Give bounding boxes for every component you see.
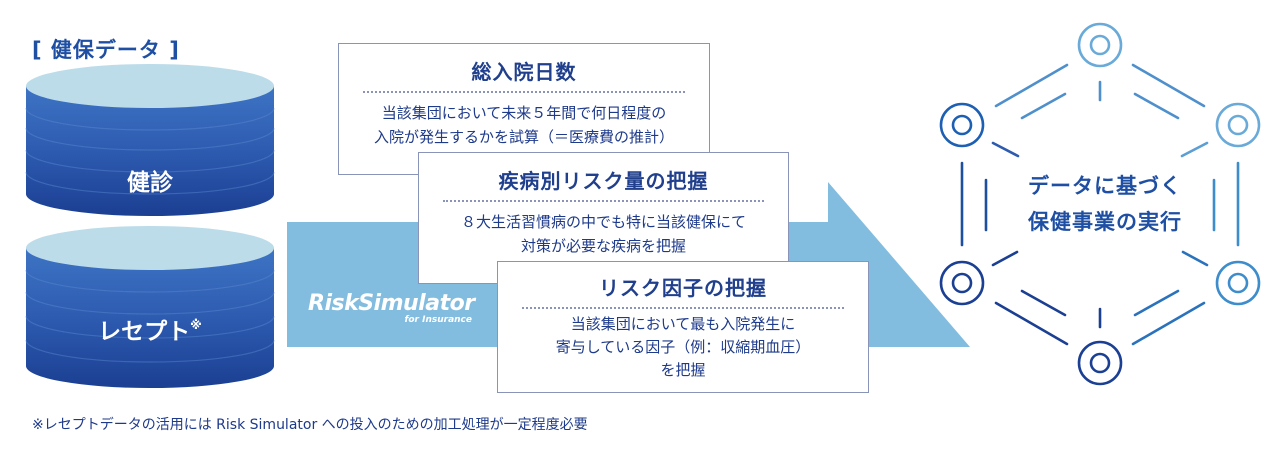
hexagon-network-icon [939,22,1261,386]
goal-line: 保健事業の実行 [1028,210,1182,234]
box-line: 当該集団において未来５年間で何日程度の [381,104,667,122]
box-title: 疾病別リスク量の把握 [498,169,709,193]
footnote: ※レセプトデータの活用には Risk Simulator への投入のための加工処… [32,417,588,433]
database-label-receipt: レセプト※ [25,312,275,346]
database-icon [25,64,275,216]
box-title: リスク因子の把握 [599,276,767,300]
goal-line: データに基づく [1028,174,1182,198]
data-section-title: [ 健保データ ] [32,38,180,62]
output-box-risk-factors: リスク因子の把握 当該集団において最も入院発生に 寄与している因子（例：収縮期血… [497,261,869,393]
logo-sub-text: for Insurance [404,315,472,325]
box-line: 寄与している因子（例：収縮期血圧） [555,338,811,356]
database-icon [25,226,275,388]
box-line: を把握 [660,361,706,379]
dotted-divider [443,200,764,202]
database-label-text: レセプト [98,319,191,345]
database-label-checkup: 健診 [25,163,275,197]
box-line: 対策が必要な疾病を把握 [520,237,686,255]
database-label-text: 健診 [127,170,173,196]
box-line: ８大生活習慣病の中でも特に当該健保にて [460,213,746,231]
box-line: 入院が発生するかを試算（＝医療費の推計） [373,128,674,146]
footnote-mark: ※ [190,318,202,332]
risk-simulator-logo: RiskSimulator for Insurance [308,291,478,326]
dotted-divider [363,91,685,93]
database-cylinders-graphic [25,64,275,388]
goal-text: データに基づく 保健事業の実行 [1000,168,1210,240]
box-title: 総入院日数 [471,60,577,84]
dotted-divider [522,307,844,309]
box-line: 当該集団において最も入院発生に [570,315,796,333]
logo-main-text: RiskSimulator [308,291,475,316]
